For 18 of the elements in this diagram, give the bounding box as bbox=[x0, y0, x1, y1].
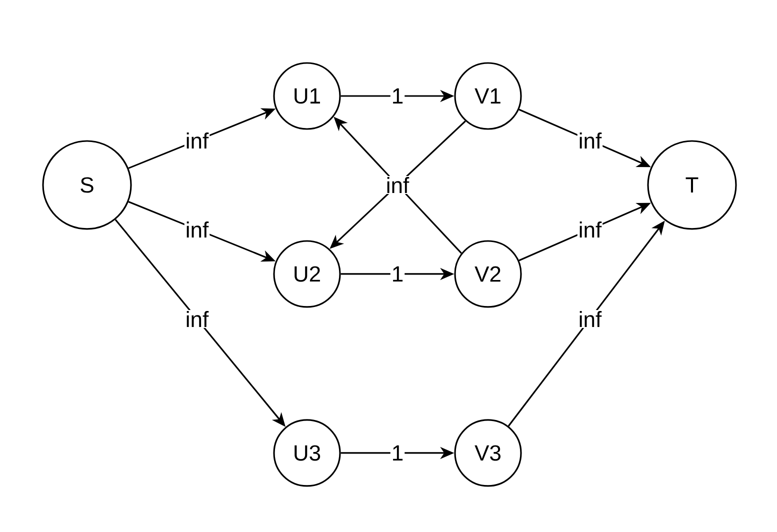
edge-label: inf bbox=[184, 310, 210, 328]
edge-label: inf bbox=[577, 310, 603, 328]
graph-node: V1 bbox=[454, 62, 522, 130]
graph-node: V3 bbox=[454, 419, 522, 487]
edge-label: 1 bbox=[390, 87, 405, 105]
edge-label: inf bbox=[184, 220, 210, 238]
graph-node: U1 bbox=[273, 62, 341, 130]
edge-label: inf bbox=[577, 132, 603, 150]
edge-label: 1 bbox=[390, 444, 405, 462]
graph-node: T bbox=[647, 140, 737, 230]
edge-label: inf bbox=[384, 176, 410, 194]
graph-node: S bbox=[42, 140, 132, 230]
graph-node: V2 bbox=[454, 240, 522, 308]
graph-node: U2 bbox=[273, 240, 341, 308]
edge-label: inf bbox=[577, 220, 603, 238]
edge-label: 1 bbox=[390, 265, 405, 283]
edge-label: inf bbox=[184, 132, 210, 150]
graph-node: U3 bbox=[273, 419, 341, 487]
